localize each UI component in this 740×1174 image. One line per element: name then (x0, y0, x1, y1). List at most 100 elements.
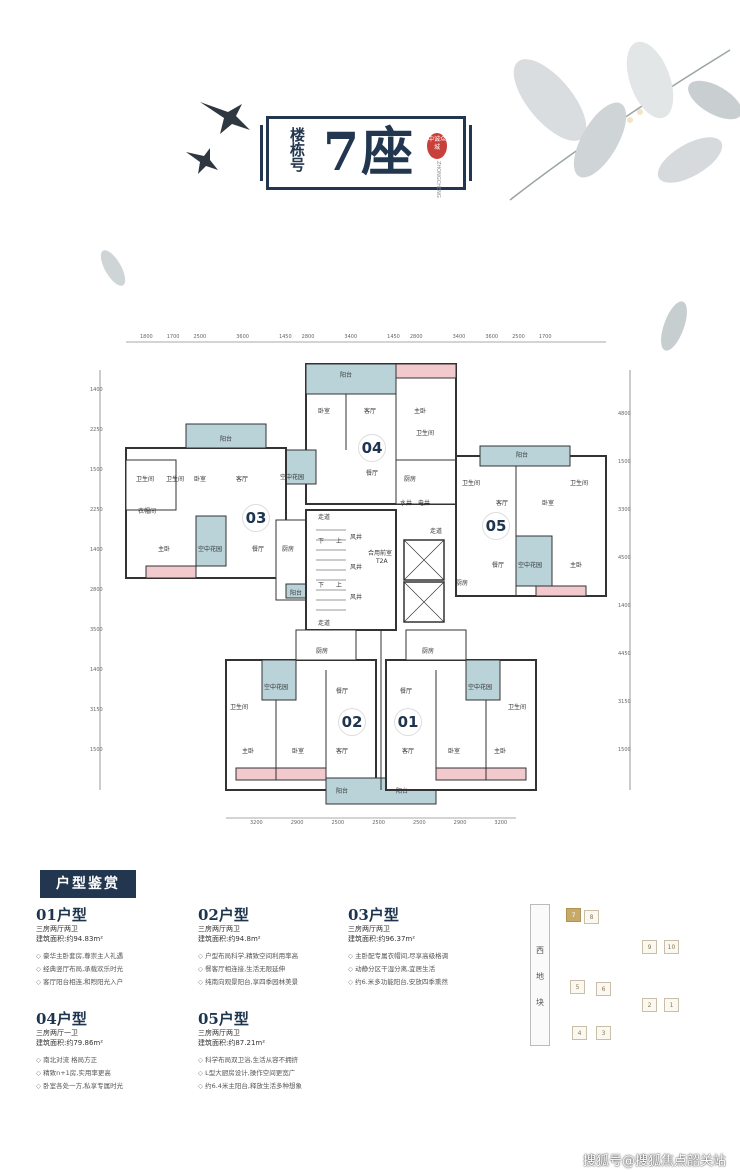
room-label: 卫生间 (166, 476, 185, 483)
floor-plan-drawing (99, 341, 631, 819)
strip-char: 西 (536, 946, 544, 955)
room-label: 衣帽间 (138, 508, 157, 515)
building-marker: 6 (596, 982, 611, 996)
dimension-value: 4500 (618, 555, 631, 561)
building-marker: 8 (584, 910, 599, 924)
room-label: 主卧 (494, 748, 507, 755)
building-title-frame: 楼栋号 7座 中诚众城 ZHONGCHENG (260, 116, 472, 198)
dimension-value: 2500 (331, 820, 345, 826)
leaf-decoration (661, 301, 687, 351)
dimension-value: 1500 (90, 747, 103, 753)
room-label: 卧室 (194, 476, 207, 483)
unit-feature: 客厅阳台相连,和煦阳光入户 (36, 976, 196, 989)
room-label: 阳台 (336, 788, 349, 795)
unit-type-area: 建筑面积:约79.86m² (36, 1039, 104, 1047)
room-label: 阳台 (290, 590, 303, 597)
watermark: 搜狐号@搜狐焦点韶关站 (582, 1154, 726, 1169)
unit-feature: 纯南向观景阳台,享四季园林美景 (198, 976, 358, 989)
building-marker: 5 (570, 980, 585, 994)
room-label: 卧室 (292, 748, 305, 755)
building-marker: 10 (664, 940, 679, 954)
dimension-value: 2900 (453, 820, 467, 826)
core-label: 下 (318, 582, 325, 589)
unit-04-label: 04 (358, 434, 386, 462)
dimension-value: 3200 (250, 820, 263, 826)
dimension-value: 1450 (387, 334, 400, 340)
unit-type-layout: 三房两厅两卫 (198, 1029, 240, 1037)
dimension-value: 2900 (290, 820, 304, 826)
room-label: 餐厅 (336, 688, 349, 695)
core-label: 风井 (350, 594, 363, 601)
room-label: 卫生间 (508, 704, 527, 711)
swallow-decoration (186, 102, 250, 174)
unit-feature: 豪华主卧套房,尊崇主人礼遇 (36, 950, 196, 963)
unit-type-04: 04户型 三房两厅一卫 建筑面积:约79.86m² 南北对流 格局方正 精致n+… (36, 1010, 196, 1093)
unit-01-label: 01 (394, 708, 422, 736)
dimension-value: 1500 (90, 467, 103, 473)
unit-feature: 约6.4米主阳台,释放生活多种想象 (198, 1080, 358, 1093)
core-label: 上 (336, 538, 343, 545)
unit-type-name: 05户型 (198, 1010, 249, 1028)
dimension-value: 2250 (90, 427, 103, 433)
unit-feature: 精致n+1房,实用率更高 (36, 1067, 196, 1080)
unit-feature: 户型布局科学,精致空间利用率高 (198, 950, 358, 963)
room-label: 厨房 (404, 476, 417, 483)
room-label: 卧室 (448, 748, 461, 755)
room-label: 电井 (418, 500, 431, 507)
unit-type-02: 02户型 三房两厅两卫 建筑面积:约94.8m² 户型布局科学,精致空间利用率高… (198, 906, 358, 989)
dimension-value: 3400 (344, 334, 358, 340)
west-plot-strip: 西 地 块 (530, 904, 550, 1046)
room-label: 餐厅 (366, 470, 379, 477)
building-marker: 3 (596, 1026, 611, 1040)
building-marker: 4 (572, 1026, 587, 1040)
room-label: 客厅 (496, 500, 509, 507)
room-label: 客厅 (402, 748, 415, 755)
unit-feature: 卧室各处一方,私享专属时光 (36, 1080, 196, 1093)
core-label: T2A (376, 558, 388, 565)
dimension-value: 4450 (618, 651, 631, 657)
room-label: 空中花园 (264, 684, 289, 691)
room-label: 餐厅 (400, 688, 413, 695)
room-label: 阳台 (396, 788, 409, 795)
building-marker: 1 (664, 998, 679, 1012)
dimension-value: 1700 (166, 334, 180, 340)
dimension-value: 1700 (538, 334, 552, 340)
building-marker: 2 (642, 998, 657, 1012)
dimension-value: 3600 (485, 334, 499, 340)
room-label: 客厅 (336, 748, 349, 755)
core-label: 走道 (318, 514, 331, 521)
room-label: 空中花园 (468, 684, 493, 691)
room-label: 阳台 (220, 436, 233, 443)
room-label: 阳台 (340, 372, 353, 379)
strip-char: 地 (536, 972, 544, 981)
room-label: 主卧 (570, 562, 583, 569)
unit-type-05: 05户型 三房两厅两卫 建筑面积:约87.21m² 科学布局双卫浴,生活从容不拥… (198, 1010, 358, 1093)
room-label: 卫生间 (570, 480, 589, 487)
unit-type-layout: 三房两厅两卫 (348, 925, 390, 933)
core-label: 风井 (350, 534, 363, 541)
room-label: 主卧 (242, 748, 255, 755)
room-label: 阳台 (516, 452, 529, 459)
room-label: 空中花园 (280, 474, 305, 481)
unit-type-03: 03户型 三房两厅两卫 建筑面积:约96.37m² 主卧配专属衣帽间,尽享高级格… (348, 906, 508, 989)
dimension-value: 1400 (90, 667, 103, 673)
dimension-value: 1400 (90, 547, 103, 553)
unit-type-01: 01户型 三房两厅两卫 建筑面积:约94.83m² 豪华主卧套房,尊崇主人礼遇 … (36, 906, 196, 989)
dimension-value: 1450 (278, 334, 292, 340)
dimension-value: 2800 (409, 334, 423, 340)
unit-feature: 经典竖厅布局,承载欢乐时光 (36, 963, 196, 976)
dimension-value: 3200 (494, 820, 508, 826)
room-label: 卧室 (542, 500, 555, 507)
unit-types-heading: 户型鉴赏 (40, 870, 136, 898)
room-label: 餐厅 (492, 562, 505, 569)
dimension-value: 2250 (90, 507, 103, 513)
building-label: 楼栋号 (288, 127, 306, 172)
dimension-value: 3300 (618, 507, 631, 513)
room-label: 客厅 (236, 476, 249, 483)
dimension-value: 3150 (618, 699, 631, 705)
room-label: 卫生间 (416, 430, 435, 437)
